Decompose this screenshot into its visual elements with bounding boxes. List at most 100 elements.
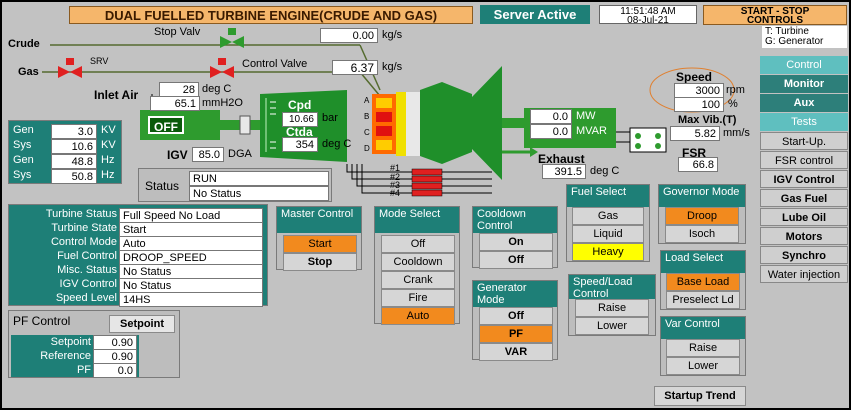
- electrical-label: Sys: [13, 169, 32, 181]
- var-control-title: Var Control: [661, 317, 745, 339]
- status-row-label: Turbine Status: [45, 208, 117, 220]
- load-select-panel: Load Select Base Load Preselect Ld: [660, 250, 746, 310]
- status-row-value: 14HS: [119, 292, 263, 307]
- fuel-liquid-button[interactable]: Liquid: [572, 225, 644, 243]
- fsr-value: 66.8: [678, 157, 718, 172]
- nav-fsr-control[interactable]: FSR control: [760, 151, 848, 169]
- breaker-box[interactable]: [629, 127, 667, 153]
- stop-valve-label: Stop Valv: [154, 26, 201, 38]
- governor-mode-title: Governor Mode: [659, 185, 745, 207]
- pf-setpoint-button[interactable]: Setpoint: [109, 315, 175, 333]
- mode-auto-button[interactable]: Auto: [381, 307, 455, 325]
- electrical-value: 48.8: [51, 154, 97, 169]
- cooldown-on-button[interactable]: On: [479, 233, 553, 251]
- igv-value: 85.0: [192, 147, 224, 162]
- burner-2-label: #2: [390, 172, 401, 182]
- mode-select-title: Mode Select: [375, 207, 459, 233]
- srv-label: SRV: [90, 56, 109, 66]
- generator-mode-panel: Generator Mode Off PF VAR: [472, 280, 558, 361]
- fuel-gas-button[interactable]: Gas: [572, 207, 644, 225]
- nav-water-injection[interactable]: Water injection: [760, 265, 848, 283]
- mode-fire-button[interactable]: Fire: [381, 289, 455, 307]
- pf-values-block: Setpoint 0.90 Reference 0.90 PF 0.0: [11, 335, 139, 378]
- governor-isoch-button[interactable]: Isoch: [665, 225, 739, 243]
- speed-label: Speed: [676, 70, 713, 84]
- electrical-label: Sys: [13, 139, 32, 151]
- genmode-off-button[interactable]: Off: [479, 307, 553, 325]
- burner-indicator-2: [411, 175, 443, 183]
- electrical-unit: Hz: [101, 169, 115, 181]
- page-title: DUAL FUELLED TURBINE ENGINE(CRUDE AND GA…: [104, 8, 438, 23]
- combustor-c-label: C: [364, 128, 370, 137]
- nav-control[interactable]: Control: [760, 56, 848, 74]
- start-button[interactable]: Start: [283, 235, 357, 253]
- nav-gas-fuel[interactable]: Gas Fuel: [760, 189, 848, 207]
- cooldown-off-button[interactable]: Off: [479, 251, 553, 269]
- electrical-value: 3.0: [51, 124, 97, 139]
- stop-button[interactable]: Stop: [283, 253, 357, 271]
- pf-row-label: PF: [76, 364, 91, 376]
- mode-off-button[interactable]: Off: [381, 235, 455, 253]
- nav-igv-control[interactable]: IGV Control: [760, 170, 848, 188]
- status-row-value: Full Speed No Load: [119, 208, 263, 223]
- status-row-value: No Status: [119, 278, 263, 293]
- nav-lube-oil[interactable]: Lube Oil: [760, 208, 848, 226]
- clock-time: 11:51:48 AM: [620, 6, 676, 17]
- nav-startup[interactable]: Start-Up.: [760, 132, 848, 150]
- server-status-badge: Server Active: [480, 5, 590, 24]
- var-lower-button[interactable]: Lower: [666, 357, 740, 375]
- speed-load-lower-button[interactable]: Lower: [575, 317, 649, 335]
- load-select-title: Load Select: [661, 251, 745, 273]
- electrical-unit: KV: [101, 139, 116, 151]
- fsr-label: FSR: [682, 146, 706, 160]
- mode-crank-button[interactable]: Crank: [381, 271, 455, 289]
- nav-monitor[interactable]: Monitor: [760, 75, 848, 93]
- off-button[interactable]: OFF: [148, 116, 184, 134]
- var-raise-button[interactable]: Raise: [666, 339, 740, 357]
- genmode-var-button[interactable]: VAR: [479, 343, 553, 361]
- speed-pct-value: 100: [674, 97, 724, 112]
- speed-load-raise-button[interactable]: Raise: [575, 299, 649, 317]
- status-row-label: Speed Level: [55, 292, 117, 304]
- status-line1: RUN: [189, 171, 329, 186]
- mvar-value: 0.0: [530, 124, 572, 139]
- nav-motors[interactable]: Motors: [760, 227, 848, 245]
- pf-control-title: PF Control: [13, 314, 71, 328]
- genmode-pf-button[interactable]: PF: [479, 325, 553, 343]
- pf-row-label: Setpoint: [50, 336, 91, 348]
- electrical-label: Gen: [13, 124, 34, 136]
- stop-valve-value: 0.00: [320, 28, 378, 43]
- srv-valve-icon[interactable]: [58, 58, 82, 78]
- combustor-b-label: B: [364, 112, 370, 121]
- electrical-panel: Gen 3.0 KV Sys 10.6 KV Gen 48.8 Hz Sys 5…: [8, 120, 122, 184]
- inlet-temp-value: 28: [159, 82, 199, 97]
- mode-cooldown-button[interactable]: Cooldown: [381, 253, 455, 271]
- clock-date: 08-Jul-21: [627, 15, 669, 26]
- stop-valve-icon[interactable]: [220, 28, 244, 48]
- nav-aux[interactable]: Aux: [760, 94, 848, 112]
- burner-indicator-3: [411, 182, 443, 190]
- governor-mode-panel: Governor Mode Droop Isoch: [658, 184, 746, 244]
- fuel-heavy-button[interactable]: Heavy: [572, 243, 644, 261]
- burner-line-2: [351, 164, 492, 180]
- control-valve-icon[interactable]: [210, 58, 234, 78]
- startup-trend-button[interactable]: Startup Trend: [654, 386, 746, 406]
- nav-tests[interactable]: Tests: [760, 113, 848, 131]
- preselect-load-button[interactable]: Preselect Ld: [666, 291, 740, 309]
- fuel-select-panel: Fuel Select Gas Liquid Heavy: [566, 184, 650, 262]
- cooldown-control-panel: Cooldown Control On Off: [472, 206, 558, 269]
- burner-4-label: #4: [390, 188, 401, 198]
- cpd-value: 10.66: [282, 112, 318, 127]
- clock-box: 11:51:48 AM 08-Jul-21: [599, 5, 697, 26]
- burner-3-label: #3: [390, 180, 401, 190]
- speed-load-panel: Speed/Load Control Raise Lower: [568, 274, 656, 336]
- base-load-button[interactable]: Base Load: [666, 273, 740, 291]
- governor-droop-button[interactable]: Droop: [665, 207, 739, 225]
- inlet-air-label: Inlet Air: [94, 88, 139, 102]
- maxvib-unit: mm/s: [723, 127, 750, 139]
- nav-synchro[interactable]: Synchro: [760, 246, 848, 264]
- burner-indicator-4: [411, 189, 443, 197]
- status-row-value: No Status: [119, 264, 263, 279]
- burner-line-1: [346, 164, 492, 173]
- status-label: Status: [145, 179, 180, 193]
